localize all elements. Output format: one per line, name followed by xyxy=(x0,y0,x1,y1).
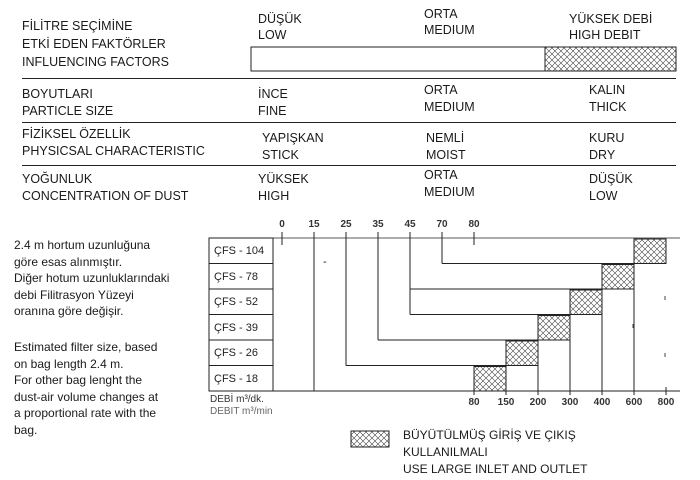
row-value-tr: ORTA xyxy=(424,168,458,182)
low-label-tr: DÜŞÜK xyxy=(258,12,302,26)
top-tick-label: 25 xyxy=(340,219,352,230)
row-label-tr: BOYUTLARI xyxy=(22,87,93,101)
note-line: bag. xyxy=(14,422,38,437)
row-value-tr: ORTA xyxy=(424,83,458,97)
high-debit-label-tr: YÜKSEK DEBİ xyxy=(569,12,653,26)
row-value-en: THICK xyxy=(589,100,627,114)
model-label: ÇFS - 52 xyxy=(214,296,259,308)
bottom-tick-label: 400 xyxy=(593,397,611,408)
note-line: on bag length 2.4 m. xyxy=(14,356,124,371)
model-label: ÇFS - 39 xyxy=(214,321,259,334)
model-label: ÇFS - 104 xyxy=(214,245,265,257)
legend-text-en: USE LARGE INLET AND OUTLET xyxy=(403,462,588,476)
model-label: ÇFS - 78 xyxy=(214,270,259,283)
unit-label-en: DEBIT m³/min xyxy=(210,406,273,417)
row-value-en: LOW xyxy=(589,189,618,203)
row-value-en: STICK xyxy=(262,148,299,162)
model-ranges xyxy=(313,238,667,392)
row-value-tr: NEMLİ xyxy=(426,131,465,145)
row-label-en: CONCENTRATION OF DUST xyxy=(22,189,189,203)
large-inlet-block xyxy=(505,340,539,366)
row-label-tr: FİZİKSEL ÖZELLİK xyxy=(22,127,131,141)
model-label: ÇFS - 18 xyxy=(214,372,259,385)
note-line: Estimated filter size, based xyxy=(14,340,158,354)
large-inlet-block xyxy=(633,238,667,264)
note-line: 2.4 m hortum uzunluğuna xyxy=(14,238,151,252)
bottom-tick-label: 80 xyxy=(468,397,480,408)
large-inlet-block xyxy=(601,264,635,290)
row-value-tr: KURU xyxy=(589,131,625,145)
top-tick-label: 70 xyxy=(436,219,448,230)
large-inlet-block xyxy=(569,289,603,315)
row-value-en: DRY xyxy=(589,148,616,162)
legend-hatched-swatch xyxy=(350,430,390,448)
row-value-en: MEDIUM xyxy=(424,100,475,114)
row-value-en: MOIST xyxy=(426,148,466,162)
row-label-en: PHYSICSAL CHARACTERISTIC xyxy=(22,144,205,158)
note-line: a proportional rate with the xyxy=(14,406,157,420)
top-tick-label: 15 xyxy=(308,219,320,230)
divider xyxy=(22,122,676,123)
divider xyxy=(22,78,676,79)
medium-label-en: MEDIUM xyxy=(424,23,475,37)
note-line: oranına göre değişir. xyxy=(14,304,124,318)
row-value-tr: DÜŞÜK xyxy=(589,172,633,186)
legend-text-tr2: KULLANILMALI xyxy=(403,445,488,459)
top-tick-label: 0 xyxy=(279,219,285,230)
note-english: Estimated filter size, based on bag leng… xyxy=(14,339,158,438)
low-label-en: LOW xyxy=(258,28,287,42)
note-line: For other bag lenght the xyxy=(14,373,143,387)
note-line: göre esas alınmıştır. xyxy=(14,254,123,269)
row-value-tr: KALIN xyxy=(589,83,626,97)
divider xyxy=(22,165,676,166)
bottom-tick-label: 800 xyxy=(657,397,675,408)
legend-text-tr1: BÜYÜTÜLMÜŞ GİRİŞ VE ÇIKIŞ xyxy=(403,428,576,442)
bottom-tick-label: 300 xyxy=(561,397,579,408)
medium-label-tr: ORTA xyxy=(424,7,458,21)
dash-mark: - xyxy=(323,256,327,268)
row-value-en: MEDIUM xyxy=(424,185,475,199)
unit-label-tr: DEBİ m³/dk. xyxy=(210,394,264,405)
note-turkish: 2.4 m hortum uzunluğuna göre esas alınmı… xyxy=(14,237,169,320)
row-value-tr: YÜKSEK xyxy=(258,172,309,186)
factors-title-tr2: ETKİ EDEN FAKTÖRLER xyxy=(22,37,166,51)
row-value-en: FINE xyxy=(258,104,287,118)
row-separators xyxy=(209,263,273,366)
row-value-en: HIGH xyxy=(258,189,290,203)
factors-title-tr: FİLİTRE SEÇİMİNE xyxy=(22,19,133,33)
model-label: ÇFS - 26 xyxy=(214,347,259,359)
bottom-tick-label: 200 xyxy=(529,397,547,408)
top-tick-label: 35 xyxy=(372,219,384,230)
large-inlet-block xyxy=(473,366,507,392)
top-tick-label: 45 xyxy=(404,219,416,230)
note-line: Diğer hotum uzunluklarındaki xyxy=(14,271,170,285)
row-value-tr: YAPIŞKAN xyxy=(262,131,324,145)
factors-title-en: INFLUENCING FACTORS xyxy=(22,55,170,69)
row-label-tr: YOĞUNLUK xyxy=(22,172,93,186)
bottom-tick-label: 150 xyxy=(497,397,515,408)
row-label-en: PARTICLE SIZE xyxy=(22,104,114,118)
large-inlet-block xyxy=(537,315,571,341)
note-line: dust-air volume changes at xyxy=(14,389,159,404)
note-line: debi Filitrasyon Yüzeyi xyxy=(14,287,134,302)
bottom-tick-label: 600 xyxy=(625,397,643,408)
top-tick-label: 80 xyxy=(468,219,480,230)
row-value-tr: İNCE xyxy=(258,87,288,101)
high-debit-hatched-segment xyxy=(544,46,677,72)
high-debit-label-en: HIGH DEBIT xyxy=(569,28,641,42)
